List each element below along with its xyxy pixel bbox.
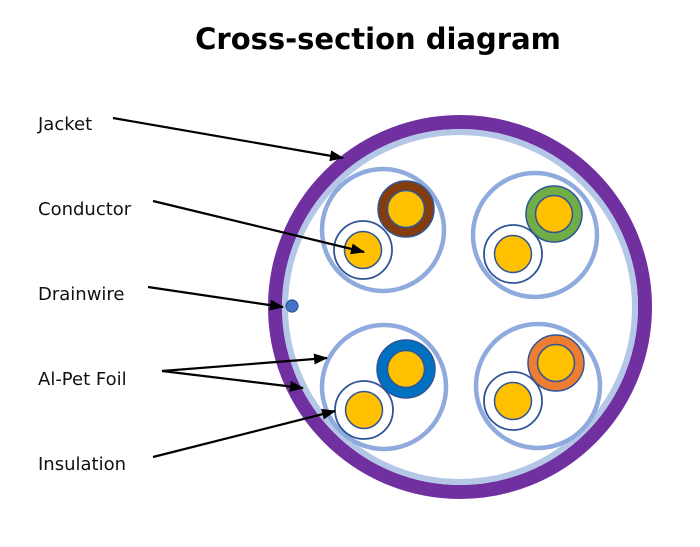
diagram-title: Cross-section diagram <box>195 22 561 56</box>
twisted-pair-green <box>470 170 600 300</box>
twisted-pair-blue <box>319 322 449 452</box>
arrow-jacket <box>112 116 344 162</box>
label-al-pet-foil: Al-Pet Foil <box>38 369 127 390</box>
arrow-al-pet-foil-pair <box>161 353 328 373</box>
pair-foil <box>473 321 603 451</box>
label-jacket: Jacket <box>37 114 92 135</box>
arrow-al-pet-foil-overall <box>161 369 304 392</box>
conductor <box>536 343 576 383</box>
conductor <box>343 230 383 270</box>
label-drainwire: Drainwire <box>38 284 125 305</box>
cable <box>268 115 652 499</box>
inner-sheath <box>282 129 638 485</box>
conductor <box>386 349 426 389</box>
pair-foil <box>470 170 600 300</box>
arrow-drainwire <box>147 285 284 311</box>
conductor <box>386 189 426 229</box>
pair-foil <box>319 166 447 294</box>
conductor <box>493 381 533 421</box>
conductor <box>534 194 574 234</box>
pair-foil <box>319 322 449 452</box>
conductor <box>493 234 533 274</box>
label-conductor: Conductor <box>38 199 132 220</box>
label-insulation: Insulation <box>38 454 126 475</box>
twisted-pair-orange <box>473 321 603 451</box>
jacket <box>268 115 652 499</box>
arrow-conductor <box>152 199 365 255</box>
conductor <box>344 390 384 430</box>
drainwire <box>285 299 299 313</box>
arrow-insulation <box>152 408 336 459</box>
